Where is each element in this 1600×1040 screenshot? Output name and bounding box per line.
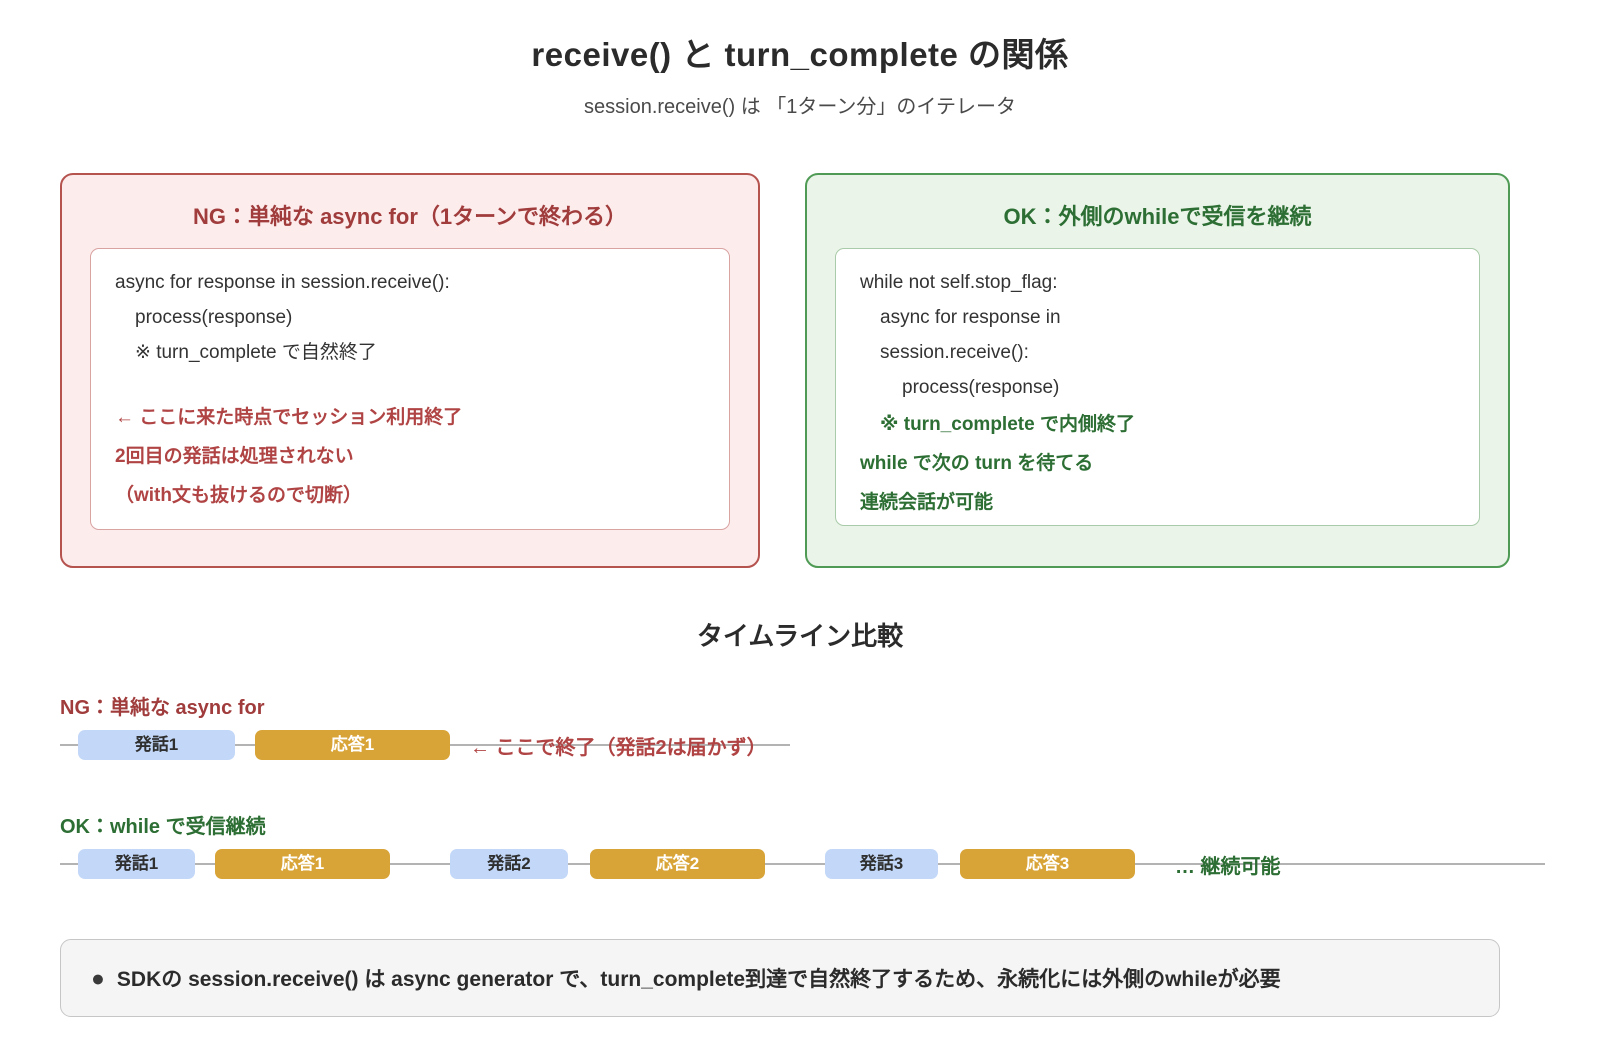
ok-timeline: … 継続可能 発話1 応答1 発話2 応答2 発話3 応答3 bbox=[60, 847, 1600, 881]
ng-code-panel: async for response in session.receive():… bbox=[90, 248, 730, 530]
note-line: ← ここに来た時点でセッション利用終了 bbox=[115, 407, 463, 428]
ng-card: NG：単純な async for（1ターンで終わる） async for res… bbox=[60, 173, 760, 568]
timeline-section-title: タイムライン比較 bbox=[696, 621, 904, 651]
ng-card-title: NG：単純な async for（1ターンで終わる） bbox=[192, 204, 628, 229]
ok-card-title: OK：外側のwhileで受信を継続 bbox=[1003, 204, 1312, 229]
timeline-event-response: 応答1 bbox=[255, 730, 450, 760]
ng-timeline-end-note: ← ここで終了（発話2は届かず） bbox=[470, 737, 767, 759]
ng-timeline: ← ここで終了（発話2は届かず） 発話1 応答1 bbox=[60, 728, 1600, 762]
summary-note: ● SDKの session.receive() は async generat… bbox=[60, 939, 1500, 1017]
ok-timeline-label: OK：while で受信継続 bbox=[60, 816, 266, 838]
ok-code-panel: while not self.stop_flag:async for respo… bbox=[835, 248, 1480, 526]
code-line: while not self.stop_flag: bbox=[860, 272, 1058, 293]
ok-notes: ※ turn_complete で内側終了 while で次の turn を待てる… bbox=[860, 405, 1455, 522]
ng-code-lines: async for response in session.receive():… bbox=[115, 265, 705, 370]
ok-card: OK：外側のwhileで受信を継続 while not self.stop_fl… bbox=[805, 173, 1510, 568]
code-line: session.receive(): bbox=[880, 342, 1029, 363]
timeline-event-utterance: 発話3 bbox=[825, 849, 938, 879]
note-line: （with文も抜けるので切断） bbox=[115, 485, 362, 506]
bullet-icon: ● bbox=[91, 964, 105, 991]
code-line: async for response in bbox=[880, 307, 1061, 328]
page-title: receive() と turn_complete の関係 bbox=[531, 36, 1069, 73]
note-line: while で次の turn を待てる bbox=[860, 453, 1094, 474]
page-subtitle: session.receive() は 「1ターン分」のイテレータ bbox=[584, 96, 1016, 118]
code-line: async for response in session.receive(): bbox=[115, 272, 450, 293]
code-line: process(response) bbox=[902, 377, 1060, 398]
comparison-cards: NG：単純な async for（1ターンで終わる） async for res… bbox=[60, 173, 1510, 568]
timeline-axis-line bbox=[60, 863, 1545, 865]
note-line: 連続会話が可能 bbox=[860, 492, 994, 513]
ng-notes: ← ここに来た時点でセッション利用終了 2回目の発話は処理されない （with文も抜… bbox=[115, 398, 705, 515]
timeline-event-response: 応答2 bbox=[590, 849, 765, 879]
timeline-event-response: 応答1 bbox=[215, 849, 390, 879]
code-line: ※ turn_complete で自然終了 bbox=[135, 342, 377, 363]
ng-timeline-label: NG：単純な async for bbox=[60, 697, 265, 719]
note-line: 2回目の発話は処理されない bbox=[115, 446, 354, 467]
summary-text: SDKの session.receive() は async generator… bbox=[116, 968, 1281, 991]
timeline-event-utterance: 発話1 bbox=[78, 730, 235, 760]
timeline-event-utterance: 発話2 bbox=[450, 849, 568, 879]
timeline-event-response: 応答3 bbox=[960, 849, 1135, 879]
note-line: ※ turn_complete で内側終了 bbox=[880, 414, 1135, 435]
code-line: process(response) bbox=[135, 307, 293, 328]
timeline-event-utterance: 発話1 bbox=[78, 849, 195, 879]
ok-timeline-end-note: … 継続可能 bbox=[1175, 856, 1281, 878]
ok-code-lines: while not self.stop_flag:async for respo… bbox=[860, 265, 1455, 405]
